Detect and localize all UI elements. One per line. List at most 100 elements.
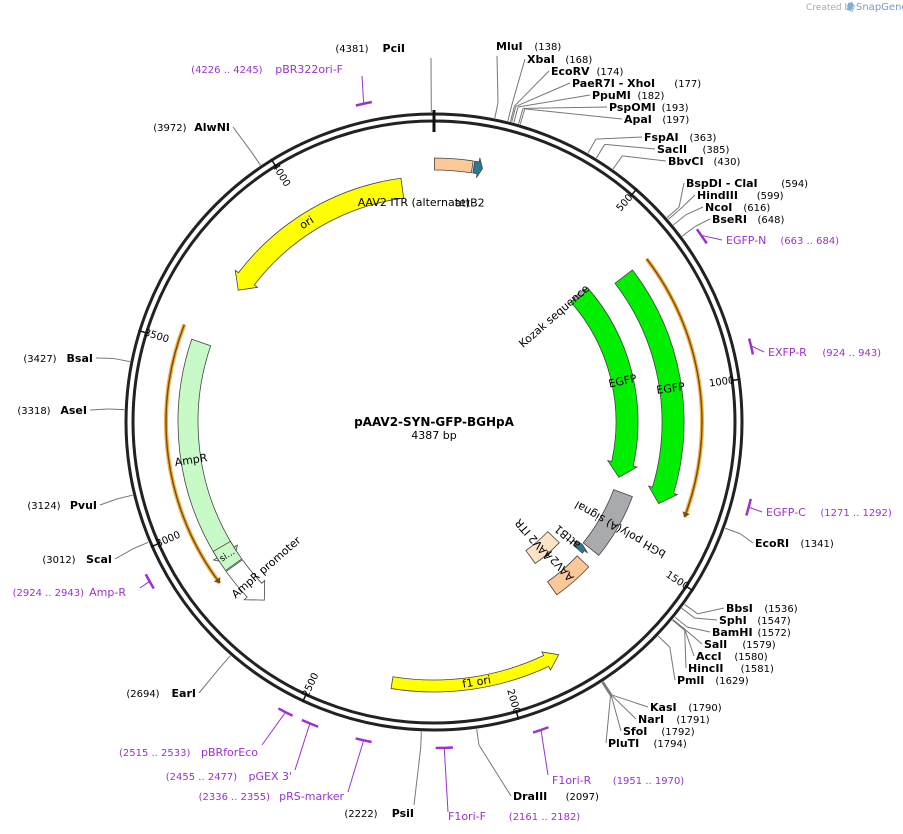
tick-mark [301, 692, 308, 703]
primer-prs-marker-range: (2336 .. 2355) [199, 792, 271, 803]
egfp-inner-label: EGFP [607, 372, 638, 391]
site-paer7i-xhoi-tick [511, 106, 517, 123]
site-draiii-name[interactable]: DraIII [513, 790, 547, 803]
tick-label: 3500 [143, 327, 171, 345]
site-bspdi-clai-name[interactable]: BspDI - ClaI [686, 177, 758, 190]
site-sacii-name[interactable]: SacII [657, 143, 687, 156]
site-acci-name[interactable]: AccI [696, 650, 722, 663]
site-eari-name[interactable]: EarI [172, 687, 196, 700]
tick-label: 2000 [504, 688, 522, 715]
site-apai-name[interactable]: ApaI [624, 113, 652, 126]
site-bamhi-name[interactable]: BamHI [712, 626, 753, 639]
site-bbvci-leader [622, 155, 667, 162]
primer-f1ori-r-mark[interactable] [532, 726, 549, 734]
ampr-label: AmpR [174, 451, 209, 469]
site-ncoi-name[interactable]: NcoI [705, 201, 732, 214]
site-bseri-name[interactable]: BseRI [712, 213, 747, 226]
site-sali-name[interactable]: SalI [704, 638, 727, 651]
site-kasi-name[interactable]: KasI [650, 701, 677, 714]
site-ecori-position: (1341) [801, 539, 834, 550]
site-paer7i-xhoi-name[interactable]: PaeR7I - XhoI [572, 77, 655, 90]
primer-f1ori-r-range: (1951 .. 1970) [613, 776, 685, 787]
primer-pgex-3-name: pGEX 3' [248, 770, 292, 783]
site-bamhi-tick [674, 616, 688, 628]
site-pvui-tick [117, 494, 133, 500]
primer-pgex-3-mark[interactable] [301, 718, 319, 728]
primer-pbrforeco-mark[interactable] [277, 707, 294, 717]
site-fspai-name[interactable]: FspAI [644, 131, 679, 144]
site-xbai-name[interactable]: XbaI [527, 53, 555, 66]
site-pspomi-name[interactable]: PspOMI [609, 101, 656, 114]
site-ncoi-leader [685, 206, 704, 216]
snapgene-logo-icon [847, 2, 854, 11]
primer-leader-line [540, 730, 549, 776]
aav2-itr-alternate-feature[interactable] [433, 157, 474, 174]
site-hincii-name[interactable]: HincII [688, 662, 724, 675]
egfp-inner-feature[interactable] [570, 287, 639, 478]
site-asei-name[interactable]: AseI [60, 404, 87, 417]
primer-amp-r-mark[interactable] [144, 573, 155, 590]
primer-egfp-c-name: EGFP-C [766, 506, 806, 519]
kozak-feature[interactable] [573, 288, 587, 301]
site-eari-position: (2694) [126, 689, 159, 700]
site-nari-name[interactable]: NarI [638, 713, 664, 726]
site-kasi-position: (1790) [688, 703, 721, 714]
site-bbsi-name[interactable]: BbsI [726, 602, 753, 615]
site-acci-leader [684, 629, 695, 657]
attb2-feature[interactable] [472, 157, 483, 178]
site-ppumi-tick [513, 106, 519, 123]
site-sphi-name[interactable]: SphI [719, 614, 747, 627]
site-ppumi-name[interactable]: PpuMI [592, 89, 631, 102]
site-psii-leader [413, 747, 422, 806]
site-draiii-tick [476, 728, 480, 745]
site-mlui-leader [496, 55, 499, 103]
ampr-promoter-feature[interactable] [225, 559, 266, 601]
primer-egfp-c-mark[interactable] [745, 498, 753, 516]
site-bsai-name[interactable]: BsaI [67, 352, 93, 365]
primer-egfp-n-mark[interactable] [695, 228, 708, 245]
bgh-polya-feature[interactable] [582, 489, 633, 556]
site-sphi-tick [681, 607, 695, 619]
site-bsai-leader [95, 357, 115, 360]
tick-label: 2500 [301, 671, 322, 699]
egfp-outer-feature[interactable] [614, 269, 685, 505]
primer-exfp-r-mark[interactable] [747, 338, 755, 355]
site-bbsi-leader [697, 607, 725, 615]
site-ecorv-name[interactable]: EcoRV [551, 65, 590, 78]
site-bspdi-clai-tick [666, 206, 680, 218]
site-hincii-tick [672, 619, 686, 631]
site-bseri-leader [694, 218, 711, 228]
primer-pbr322ori-f-mark[interactable] [355, 100, 373, 107]
site-pcii-name[interactable]: PciI [383, 42, 405, 55]
site-sfoi-name[interactable]: SfoI [623, 725, 647, 738]
site-hincii-position: (1581) [741, 664, 774, 675]
site-ncoi-position: (616) [743, 203, 770, 214]
site-bsai-position: (3427) [23, 354, 56, 365]
primer-exfp-r-range: (924 .. 943) [822, 348, 881, 359]
site-paer7i-xhoi-leader [515, 82, 571, 107]
site-bbvci-name[interactable]: BbvCI [668, 155, 704, 168]
site-pluti-name[interactable]: PluTI [608, 737, 639, 750]
aav2-itr-3-feature[interactable] [547, 555, 590, 596]
aav2-itr-inner-feature[interactable] [525, 531, 560, 565]
site-mlui-name[interactable]: MluI [496, 40, 523, 53]
site-psii-name[interactable]: PsiI [392, 807, 414, 820]
site-pmli-name[interactable]: PmlI [677, 674, 704, 687]
site-hindiii-name[interactable]: HindIII [697, 189, 738, 202]
site-eari-tick [219, 655, 231, 669]
f1-ori-feature[interactable] [390, 651, 560, 693]
site-ecori-name[interactable]: EcoRI [755, 537, 789, 550]
primer-prs-marker-name: pRS-marker [279, 790, 344, 803]
site-alwni-name[interactable]: AlwNI [194, 121, 230, 134]
site-scai-name[interactable]: ScaI [86, 553, 112, 566]
primer-f1ori-f-mark[interactable] [435, 746, 453, 750]
ampr-feature[interactable] [177, 338, 238, 565]
primer-prs-marker-mark[interactable] [355, 737, 372, 744]
attb1-feature[interactable] [572, 539, 588, 554]
site-fspai-position: (363) [690, 133, 717, 144]
site-apai-leader [524, 108, 623, 120]
site-pvui-name[interactable]: PvuI [70, 499, 97, 512]
ori-feature[interactable] [234, 177, 405, 291]
site-sali-leader [684, 629, 703, 645]
ampr-signal-feature[interactable] [212, 540, 243, 572]
